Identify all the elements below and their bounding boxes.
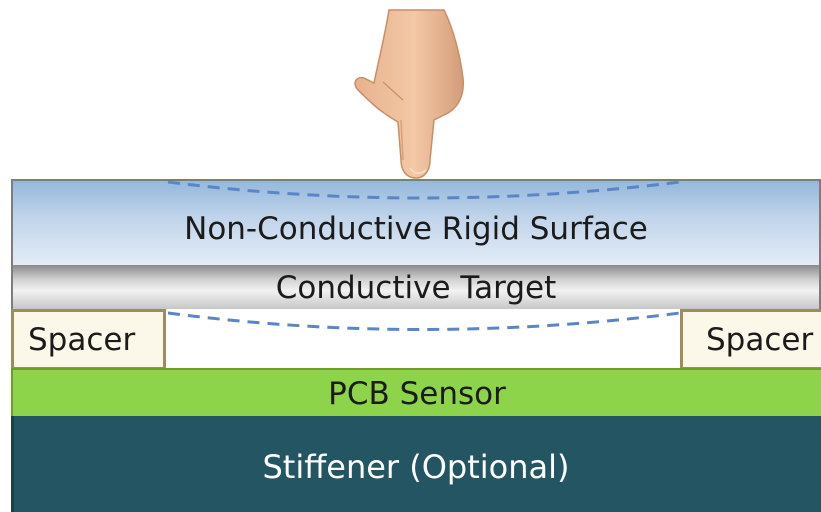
surface-label: Non-Conductive Rigid Surface (184, 210, 648, 247)
pcb-label: PCB Sensor (328, 376, 506, 412)
non-conductive-rigid-surface-layer: Non-Conductive Rigid Surface (11, 179, 821, 267)
surface-deflection-dashed-line (167, 180, 681, 200)
target-label: Conductive Target (275, 269, 557, 306)
target-deflection-dashed-line (167, 311, 681, 331)
stiffener-label: Stiffener (Optional) (262, 448, 570, 486)
right-spacer-label: Spacer (706, 322, 814, 358)
pointing-finger-icon (354, 9, 464, 179)
right-spacer: Spacer (680, 309, 821, 370)
stiffener-layer: Stiffener (Optional) (11, 416, 821, 512)
stiffener-left-edge (11, 416, 14, 512)
left-spacer-label: Spacer (28, 322, 136, 358)
pcb-sensor-layer: PCB Sensor (11, 368, 821, 418)
left-spacer: Spacer (11, 309, 166, 370)
conductive-target-layer: Conductive Target (11, 265, 821, 311)
